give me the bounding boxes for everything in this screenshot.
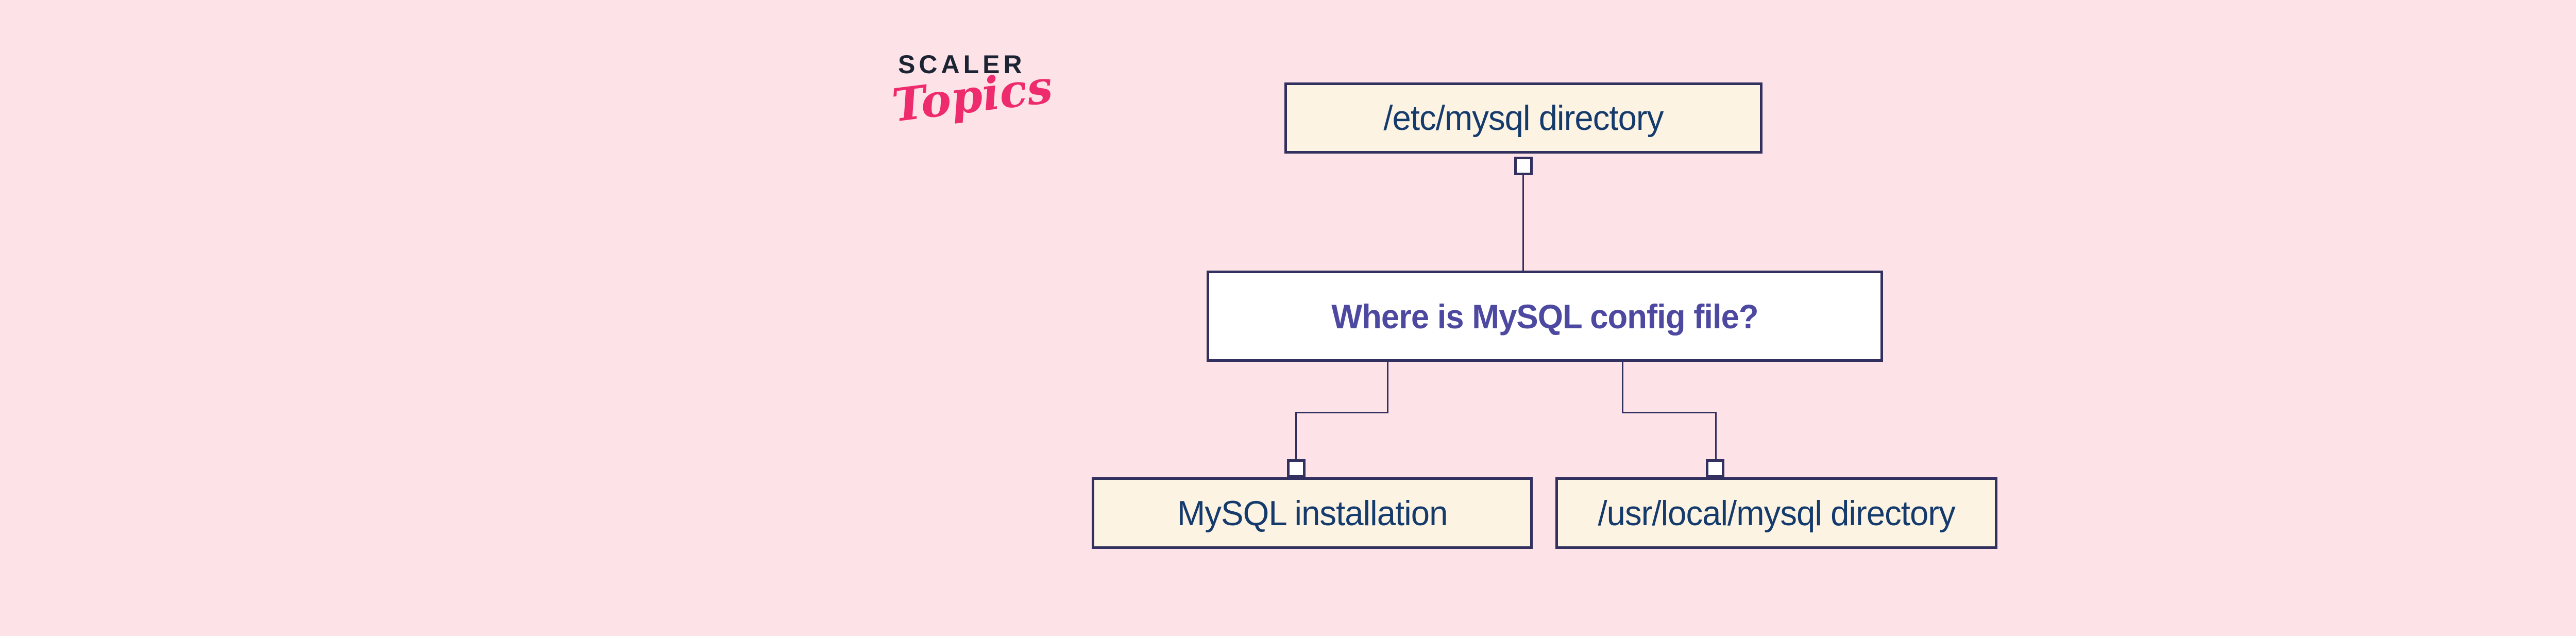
node-usr-local-mysql-directory: /usr/local/mysql directory: [1555, 477, 2003, 552]
node-etc-mysql-directory: /etc/mysql directory: [1284, 82, 1768, 157]
connector-port-bottom-left: [1287, 459, 1306, 478]
connector-left-vertical-upper: [1387, 361, 1388, 413]
connector-right-vertical-lower: [1715, 412, 1717, 461]
connector-left-vertical-lower: [1295, 412, 1297, 461]
node-mysql-installation: MySQL installation: [1092, 477, 1538, 552]
node-question-label: Where is MySQL config file?: [1331, 297, 1758, 336]
scaler-topics-logo: SCALER Topics: [889, 49, 1056, 158]
node-usr-local-mysql-directory-label: /usr/local/mysql directory: [1598, 493, 1955, 533]
node-mysql-installation-label: MySQL installation: [1177, 493, 1448, 533]
node-etc-mysql-directory-label: /etc/mysql directory: [1383, 98, 1664, 138]
connector-left-horizontal: [1295, 412, 1388, 413]
connector-top-vertical: [1522, 174, 1524, 272]
node-question-where-is-mysql-config-file: Where is MySQL config file?: [1207, 271, 1883, 362]
connector-right-horizontal: [1622, 412, 1717, 413]
logo-wordmark-scaler: SCALER: [898, 50, 1026, 79]
connector-port-bottom-right: [1706, 459, 1724, 478]
connector-right-vertical-upper: [1622, 361, 1623, 413]
connector-port-top: [1514, 157, 1533, 175]
